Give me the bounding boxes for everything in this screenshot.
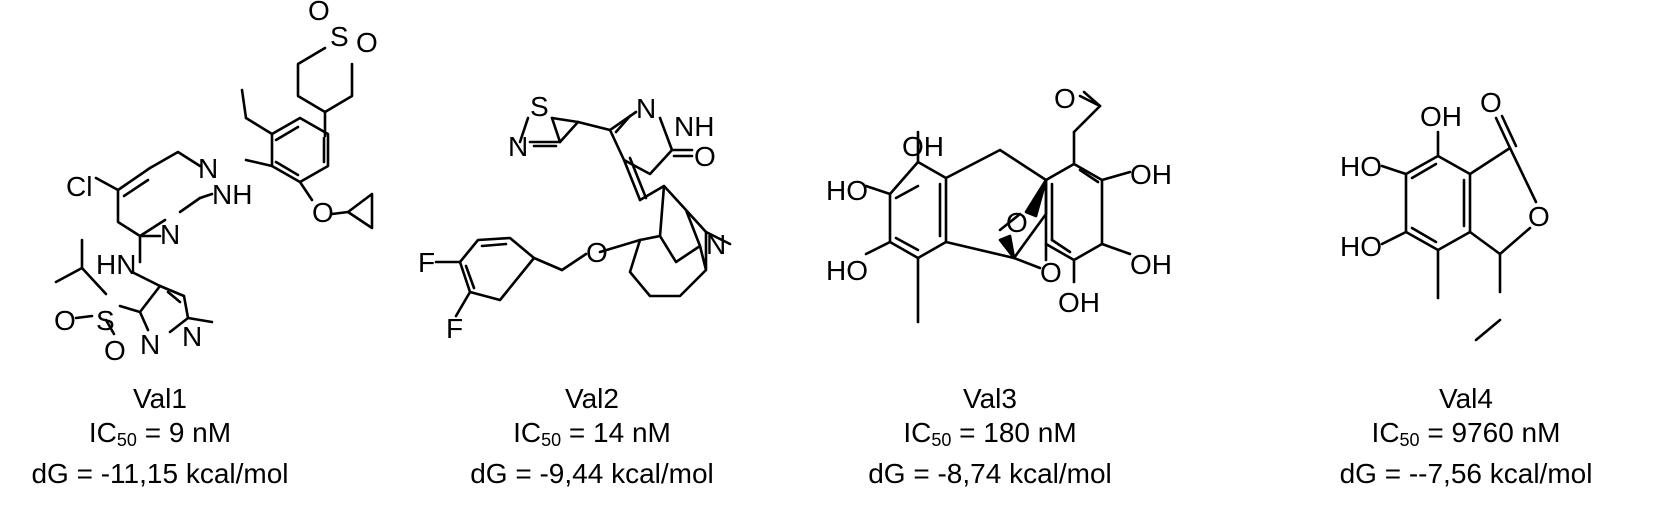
val4-caption: Val4 IC50 = 9760 nM dG = --7,56 kcal/mol <box>1296 382 1636 491</box>
val1-o-ether: O <box>312 197 334 228</box>
val1-n-c: N <box>182 321 202 352</box>
val1-ic50: IC50 = 9 nM <box>88 417 232 450</box>
val2-o-ether: O <box>586 237 608 268</box>
chemical-structures: S O O O NH N N Cl HN N N S O O S N N NH … <box>54 0 1550 366</box>
val3-o-ring: O <box>1040 257 1062 288</box>
val1-o-a: O <box>54 305 76 336</box>
val2-dg: dG = -9,44 kcal/mol <box>470 458 714 489</box>
val3-o-bridge: O <box>1006 207 1028 238</box>
val2-structure <box>434 110 732 318</box>
val4-oh: OH <box>1420 101 1462 132</box>
val1-o-right: O <box>356 27 378 58</box>
val2-ic50: IC50 = 14 nM <box>513 417 671 450</box>
val4-o-carbonyl: O <box>1480 87 1502 118</box>
val2-n-a: N <box>508 131 528 162</box>
val4-ho-a: HO <box>1340 151 1382 182</box>
val1-s-sulfonyl: S <box>96 305 115 336</box>
val2-f-b: F <box>446 313 463 344</box>
val1-name: Val1 <box>133 383 187 414</box>
val3-oh-c: OH <box>1130 249 1172 280</box>
val3-oh-a: OH <box>902 131 944 162</box>
val1-o-b: O <box>104 335 126 366</box>
val4-ho-b: HO <box>1340 231 1382 262</box>
val3-caption: Val3 IC50 = 180 nM dG = -8,74 kcal/mol <box>820 382 1160 491</box>
val1-nh-b: HN <box>96 249 136 280</box>
val3-oh-b: OH <box>1130 159 1172 190</box>
val2-s: S <box>530 91 549 122</box>
val4-name: Val4 <box>1439 383 1493 414</box>
val3-oh-d: OH <box>1058 287 1100 318</box>
val2-f-a: F <box>418 247 435 278</box>
val1-n-a: N <box>198 153 218 184</box>
val2-o-carbonyl: O <box>694 141 716 172</box>
val4-ic50: IC50 = 9760 nM <box>1371 417 1561 450</box>
val3-name: Val3 <box>963 383 1017 414</box>
val1-s-ring: S <box>330 21 349 52</box>
val3-dg: dG = -8,74 kcal/mol <box>868 458 1112 489</box>
val4-structure <box>1380 114 1538 342</box>
val1-n-b: N <box>160 219 180 250</box>
val1-structure <box>54 46 374 336</box>
val2-nh: NH <box>674 111 714 142</box>
val3-ho-a: HO <box>826 175 868 206</box>
val4-o-ring: O <box>1528 201 1550 232</box>
val2-caption: Val2 IC50 = 14 nM dG = -9,44 kcal/mol <box>432 382 752 491</box>
val2-n-indole: N <box>706 229 726 260</box>
val4-dg: dG = --7,56 kcal/mol <box>1339 458 1593 489</box>
val3-ho-b: HO <box>826 255 868 286</box>
val3-o-aldehyde: O <box>1054 83 1076 114</box>
val1-n-d: N <box>140 329 160 360</box>
val3-ic50: IC50 = 180 nM <box>903 417 1077 450</box>
val2-name: Val2 <box>565 383 619 414</box>
val2-n-b: N <box>636 93 656 124</box>
val1-dg: dG = -11,15 kcal/mol <box>31 458 289 489</box>
val1-cl: Cl <box>66 171 92 202</box>
val3-structure <box>864 90 1132 324</box>
val1-caption: Val1 IC50 = 9 nM dG = -11,15 kcal/mol <box>0 382 320 491</box>
val1-o-top: O <box>308 0 330 26</box>
val1-nh-a: NH <box>212 179 252 210</box>
